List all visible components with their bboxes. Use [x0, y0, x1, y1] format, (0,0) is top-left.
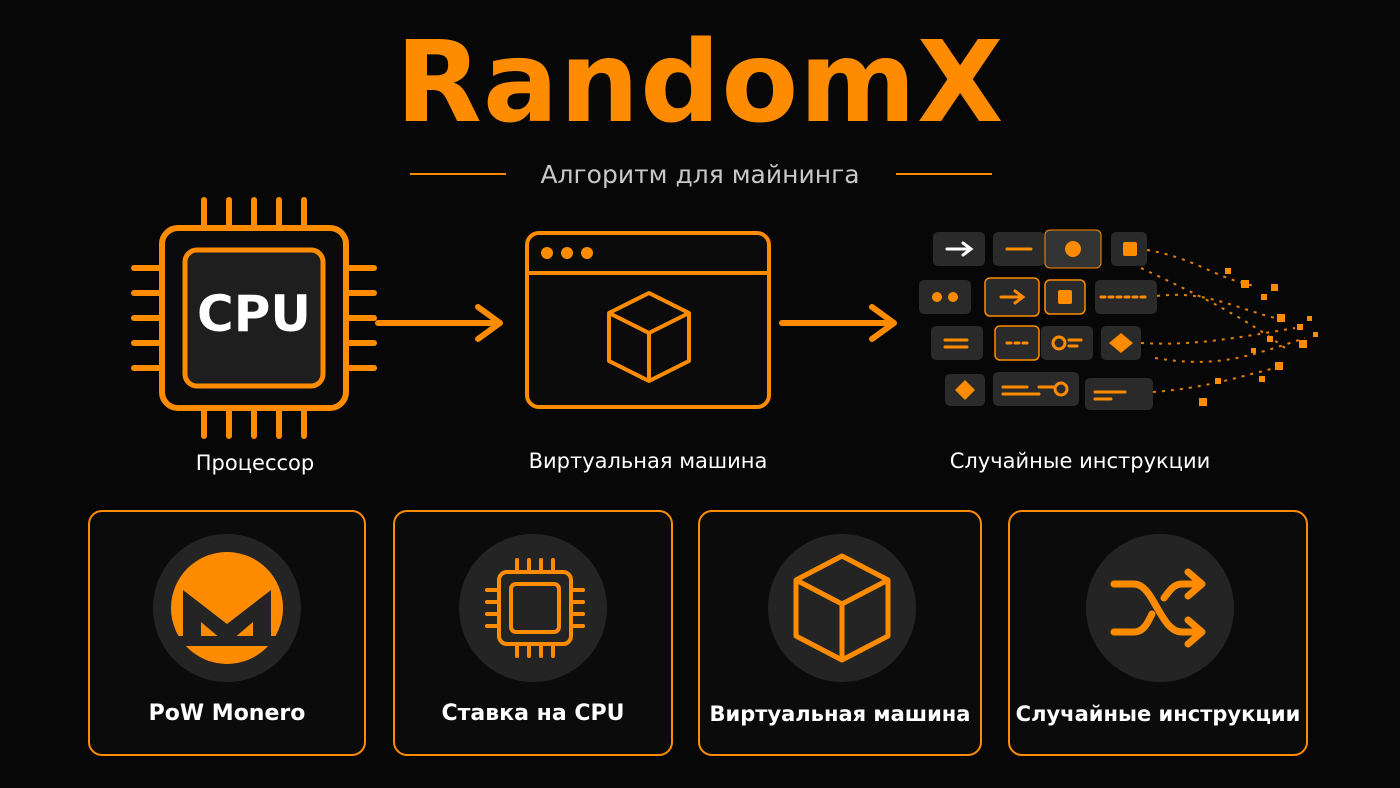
subtitle: Алгоритм для майнинга [540, 160, 860, 189]
virtual-machine-window-icon [525, 231, 771, 409]
card-random-instructions: Случайные инструкции [1008, 510, 1308, 756]
random-instructions-icon [919, 229, 1318, 410]
cpu-chip-icon [485, 558, 585, 658]
step-label-cpu: Процессор [195, 451, 315, 475]
card-label: Виртуальная машина [709, 702, 971, 726]
card-virtual-machine: Виртуальная машина [698, 510, 982, 756]
subtitle-right-line [896, 173, 992, 175]
cpu-chip-text: CPU [197, 285, 311, 343]
page-title: RandomX [395, 18, 1005, 148]
card-label: Ставка на CPU [441, 701, 625, 726]
cpu-chip-diagram: CPU [130, 196, 378, 440]
shuffle-icon [1110, 568, 1206, 648]
arrow-right-icon [375, 304, 503, 342]
arrow-right-icon [779, 304, 897, 342]
monero-logo-icon [171, 552, 283, 664]
cube-icon [793, 553, 891, 663]
subtitle-left-line [410, 173, 506, 175]
card-label: Случайные инструкции [1015, 702, 1301, 726]
card-label: PoW Monero [148, 701, 306, 726]
card-cpu-focus: Ставка на CPU [393, 510, 673, 756]
card-pow-monero: PoW Monero [88, 510, 366, 756]
step-label-random-instructions: Случайные инструкции [949, 449, 1211, 473]
step-label-virtual-machine: Виртуальная машина [528, 449, 768, 473]
cpu-chip-icon [131, 197, 377, 439]
